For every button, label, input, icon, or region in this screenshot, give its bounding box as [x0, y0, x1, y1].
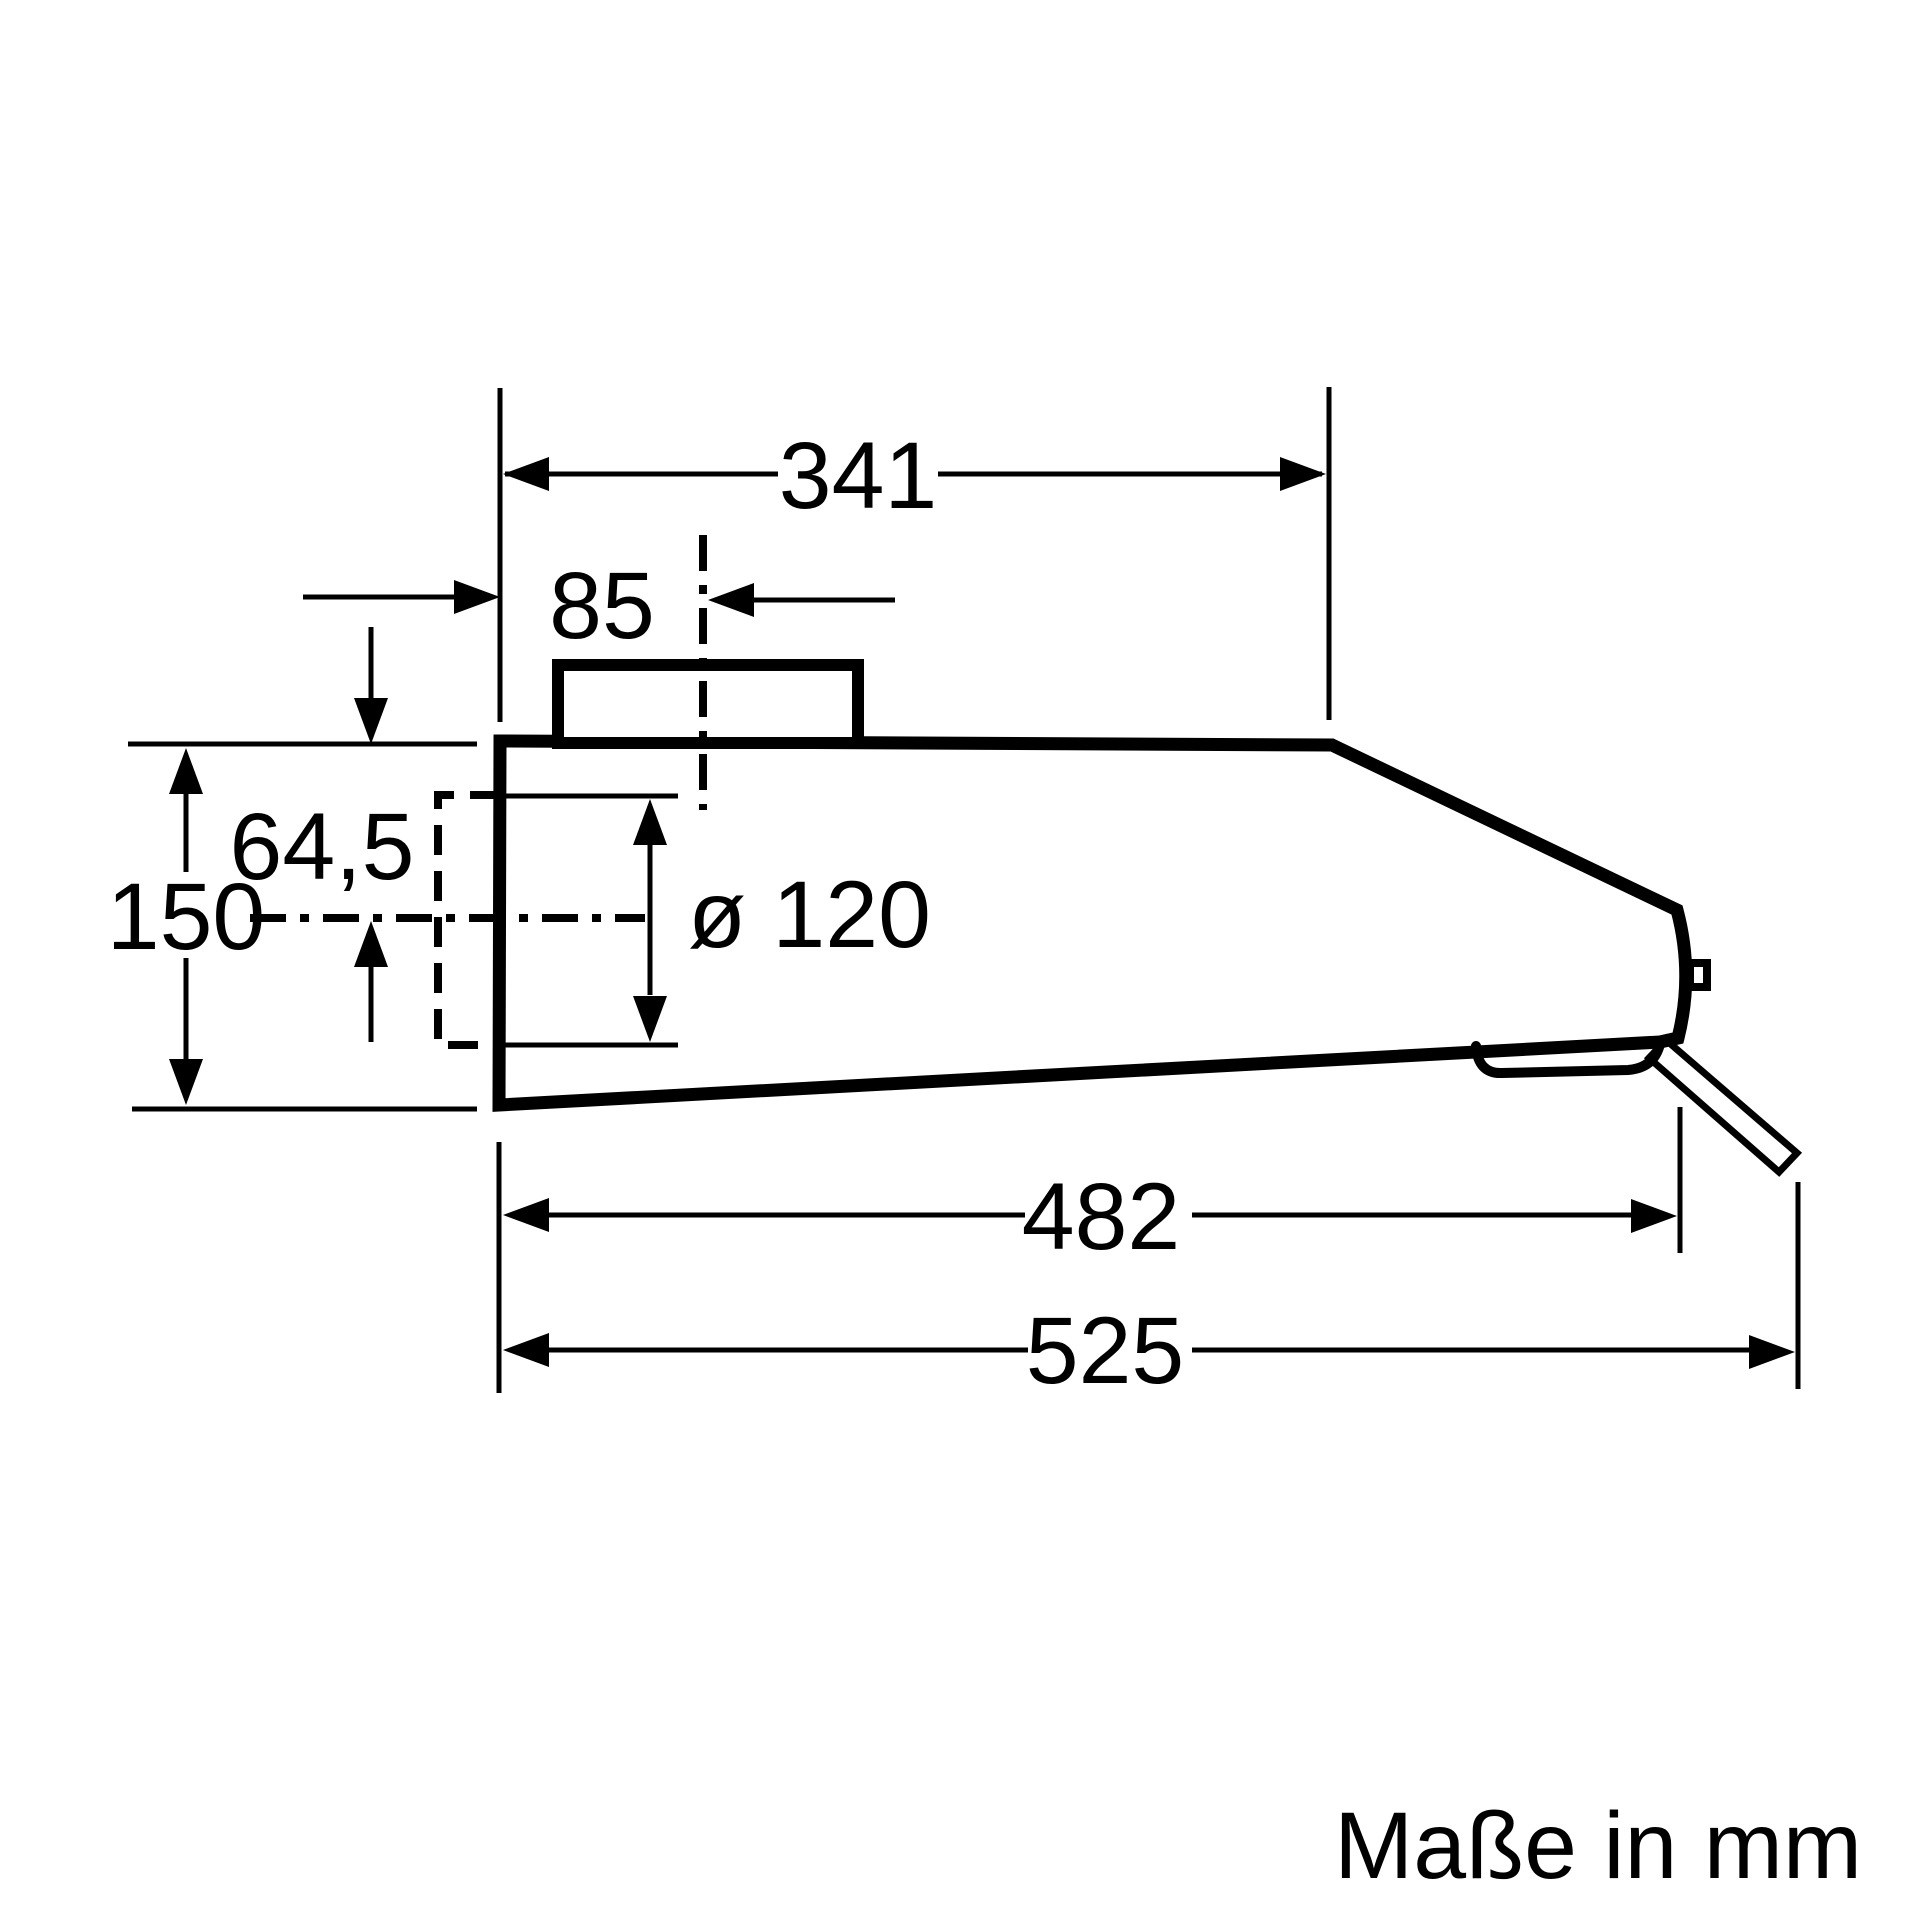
- duct-stub: [552, 659, 864, 749]
- front-latch-tab: [1686, 959, 1711, 991]
- arrowhead-down: [169, 1059, 203, 1105]
- arrowhead-up: [169, 748, 203, 794]
- arrowhead-right: [1280, 457, 1326, 491]
- arrowhead-down: [354, 698, 388, 744]
- dimension-525: 525: [503, 1298, 1795, 1404]
- power-cable: [1643, 1035, 1803, 1177]
- arrowhead-left: [503, 1333, 549, 1367]
- rear-outlet-dashed-opening: [434, 791, 500, 1049]
- dim-525-label: 525: [1026, 1298, 1185, 1404]
- dim-diameter-label: ø 120: [688, 862, 931, 968]
- front-handle-bar: [1471, 1039, 1665, 1078]
- hood-body-outline: [492, 734, 1693, 1112]
- dim-64-5-label: 64,5: [230, 794, 415, 900]
- dimension-341: 341: [503, 423, 1326, 529]
- arrowhead-left: [503, 457, 549, 491]
- arrowhead-left-pointing: [708, 583, 754, 617]
- dimension-64-5: 64,5: [230, 627, 415, 1042]
- arrowhead-right: [1631, 1199, 1677, 1233]
- dim-341-label: 341: [779, 423, 938, 529]
- arrowhead-left: [503, 1198, 549, 1232]
- arrowhead-right: [1749, 1335, 1795, 1369]
- dim-150-label: 150: [107, 864, 266, 970]
- dim-85-label: 85: [549, 553, 655, 659]
- arrowhead-up: [354, 921, 388, 967]
- arrowhead-right-pointing: [454, 580, 500, 614]
- arrowhead-down: [633, 996, 667, 1042]
- dim-482-label: 482: [1022, 1164, 1181, 1270]
- dimension-85: 85: [303, 553, 895, 659]
- units-caption: Maße in mm: [1334, 1793, 1862, 1899]
- arrowhead-up: [633, 799, 667, 845]
- dimension-diameter-120: ø 120: [633, 799, 931, 1042]
- dimension-482: 482: [503, 1164, 1677, 1270]
- dimension-150: 150: [107, 748, 266, 1105]
